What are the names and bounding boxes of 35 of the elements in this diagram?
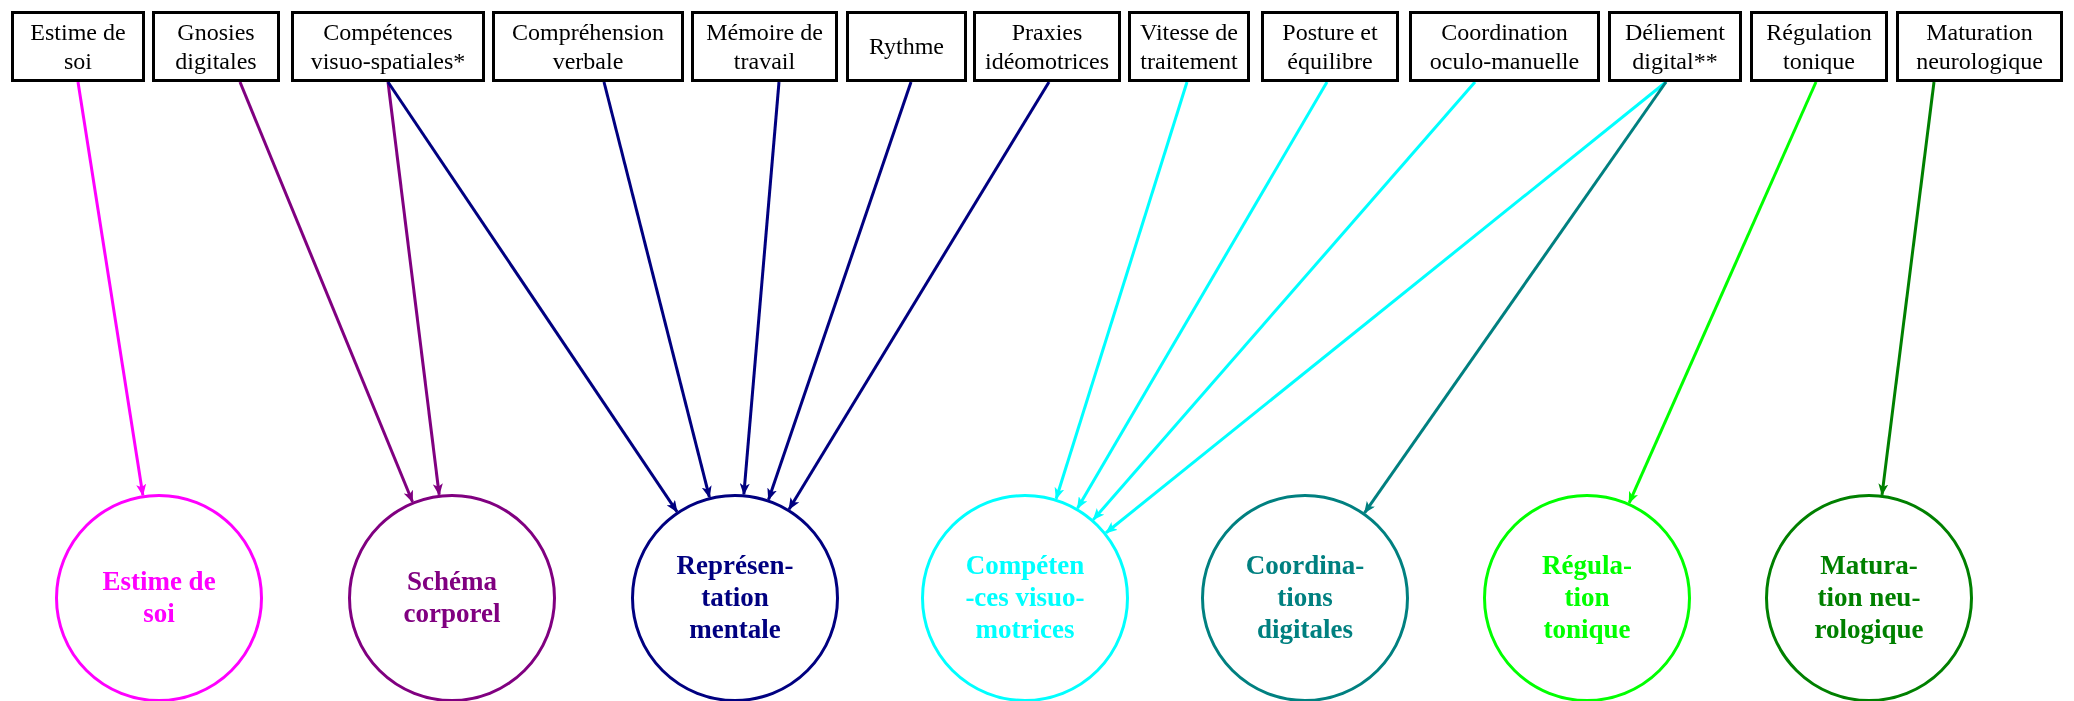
skill-box: Gnosies digitales (152, 11, 280, 82)
skill-box: Estime de soi (11, 11, 145, 82)
domain-circle: Compéten -ces visuo- motrices (921, 494, 1129, 701)
arrow (602, 81, 712, 499)
arrow (386, 81, 679, 513)
skill-box: Rythme (846, 11, 967, 82)
skill-box: Praxies idéomotrices (973, 11, 1121, 82)
arrow (1105, 80, 1667, 534)
domain-circle: Estime de soi (55, 494, 263, 701)
arrow (1363, 81, 1668, 514)
domain-circle: Matura- tion neu- rologique (1765, 494, 1973, 701)
arrow (1092, 81, 1477, 521)
arrow (238, 81, 414, 503)
arrow (1627, 81, 1818, 504)
skill-box: Compétences visuo-spatiales* (291, 11, 485, 82)
arrow (739, 81, 781, 496)
arrow (386, 81, 443, 496)
arrow (787, 81, 1051, 510)
domain-circle: Schéma corporel (348, 494, 556, 701)
arrow (1054, 81, 1189, 500)
arrow (1878, 81, 1936, 496)
skill-box: Mémoire de travail (691, 11, 838, 82)
skill-box: Vitesse de traitement (1128, 11, 1250, 82)
skill-box: Régulation tonique (1750, 11, 1888, 82)
domain-circle: Coordina- tions digitales (1201, 494, 1409, 701)
arrow (767, 81, 913, 501)
skill-box: Maturation neurologique (1896, 11, 2063, 82)
skill-box: Posture et équilibre (1261, 11, 1399, 82)
arrow (1076, 81, 1329, 510)
skill-box: Coordination oculo-manuelle (1409, 11, 1600, 82)
domain-circle: Représen- tation mentale (631, 494, 839, 701)
skill-box: Compréhension verbale (492, 11, 684, 82)
domain-circle: Régula- tion tonique (1483, 494, 1691, 701)
arrow (76, 81, 147, 497)
skill-box: Déliement digital** (1608, 11, 1742, 82)
